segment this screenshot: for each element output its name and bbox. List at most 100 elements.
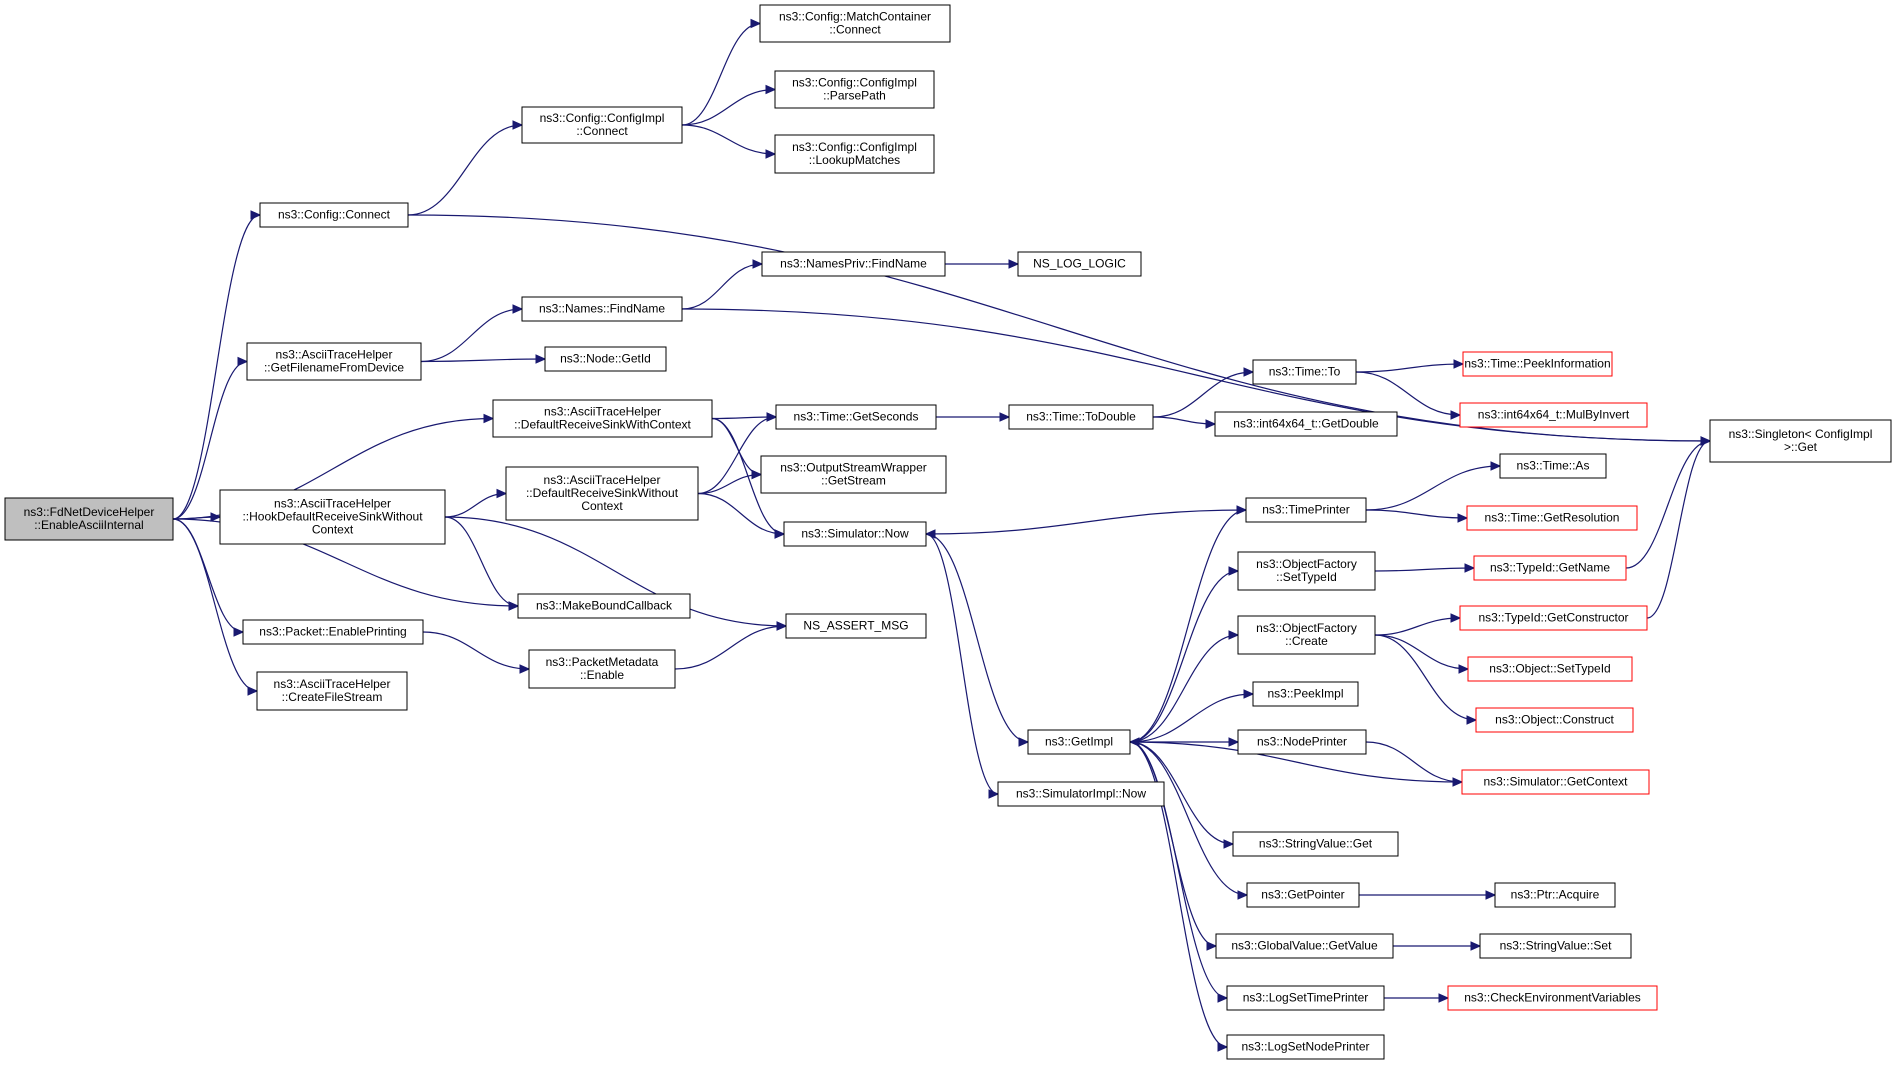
edge-getimpl-to-timeprinter [1129, 505, 1248, 743]
node-label: ns3::Time::As [1517, 459, 1590, 473]
node-logsettime[interactable]: ns3::LogSetTimePrinter [1226, 985, 1385, 1011]
node-label: ns3::Time::ToDouble [1026, 410, 1136, 424]
node-box [528, 649, 676, 689]
node-outstream[interactable]: ns3::OutputStreamWrapper::GetStream [760, 455, 947, 494]
edge-cfgimplconnect-to-lookupmatches [681, 124, 777, 159]
node-logsetnode[interactable]: ns3::LogSetNodePrinter [1226, 1034, 1385, 1060]
node-label: ns3::TypeId::GetName [1490, 561, 1610, 575]
edge-ofcreate-to-getconstructor [1374, 613, 1462, 636]
node-label: ns3::Ptr::Acquire [1511, 888, 1600, 902]
node-peekinfo[interactable]: ns3::Time::PeekInformation [1462, 351, 1613, 377]
node-getconstructor[interactable]: ns3::TypeId::GetConstructor [1459, 605, 1648, 631]
node-defrecvnoctx[interactable]: ns3::AsciiTraceHelper::DefaultReceiveSin… [505, 466, 699, 521]
node-label: ns3::MakeBoundCallback [536, 599, 673, 613]
edge-getseconds-to-todouble [935, 412, 1011, 422]
node-stringset[interactable]: ns3::StringValue::Set [1479, 933, 1632, 959]
node-label: >::Get [1784, 440, 1818, 454]
edge-defrecvctx-to-outstream [711, 417, 763, 480]
edge-settypeid-to-typeidgetname [1374, 563, 1476, 573]
node-label: ns3::Packet::EnablePrinting [259, 625, 406, 639]
node-label: ns3::OutputStreamWrapper [780, 461, 927, 475]
edge-simnow-to-getimpl [925, 533, 1030, 747]
node-root[interactable]: ns3::FdNetDeviceHelper::EnableAsciiInter… [4, 497, 174, 541]
node-ptracquire[interactable]: ns3::Ptr::Acquire [1494, 882, 1616, 908]
edge-typeidgetname-to-singleton [1625, 436, 1712, 569]
node-stringget[interactable]: ns3::StringValue::Get [1232, 831, 1399, 857]
edge-layer [172, 18, 1712, 1052]
node-objconstruct[interactable]: ns3::Object::Construct [1475, 707, 1634, 733]
node-box [1226, 1034, 1385, 1060]
edge-root-to-cfgconnect [172, 210, 262, 520]
node-label: NS_LOG_LOGIC [1033, 257, 1126, 271]
node-simnow[interactable]: ns3::Simulator::Now [783, 521, 927, 547]
node-nodegetid[interactable]: ns3::Node::GetId [544, 346, 667, 372]
node-label: ::ParsePath [823, 89, 886, 103]
node-nslog[interactable]: NS_LOG_LOGIC [1017, 251, 1142, 277]
node-getpointer[interactable]: ns3::GetPointer [1246, 882, 1360, 908]
edge-todouble-to-timeto [1152, 367, 1255, 418]
node-getimpl[interactable]: ns3::GetImpl [1027, 729, 1131, 755]
node-globalget[interactable]: ns3::GlobalValue::GetValue [1215, 933, 1394, 959]
node-ofcreate[interactable]: ns3::ObjectFactory::Create [1237, 615, 1376, 655]
node-getfilename[interactable]: ns3::AsciiTraceHelper::GetFilenameFromDe… [246, 342, 422, 381]
edge-getcontext-to-getimpl [1128, 737, 1463, 783]
node-settypeid[interactable]: ns3::ObjectFactory::SetTypeId [1237, 551, 1376, 591]
node-label: ::Enable [580, 668, 624, 682]
node-cfgconnect[interactable]: ns3::Config::Connect [259, 202, 409, 228]
node-label: ns3::AsciiTraceHelper [544, 405, 661, 419]
node-box [1008, 404, 1154, 430]
edge-defrecvctx-to-getseconds [711, 412, 778, 422]
node-hookdefault[interactable]: ns3::AsciiTraceHelper::HookDefaultReceiv… [219, 489, 446, 545]
node-simimplnow[interactable]: ns3::SimulatorImpl::Now [997, 781, 1165, 807]
node-makebound[interactable]: ns3::MakeBoundCallback [517, 593, 691, 619]
node-nsassert[interactable]: NS_ASSERT_MSG [785, 613, 927, 639]
node-checkenv[interactable]: ns3::CheckEnvironmentVariables [1447, 985, 1658, 1011]
node-label: ns3::LogSetTimePrinter [1243, 991, 1369, 1005]
node-label: ::DefaultReceiveSinkWithContext [514, 418, 691, 432]
node-label: ::GetStream [821, 474, 886, 488]
edge-cfgimplconnect-to-parsepath [681, 84, 777, 126]
node-box [1017, 251, 1142, 277]
node-pmenable[interactable]: ns3::PacketMetadata::Enable [528, 649, 676, 689]
edge-namespriv-to-nslog [945, 259, 1020, 269]
node-getcontext[interactable]: ns3::Simulator::GetContext [1461, 769, 1650, 795]
node-label: ns3::SimulatorImpl::Now [1016, 787, 1146, 801]
node-timeprinter[interactable]: ns3::TimePrinter [1245, 497, 1367, 523]
node-matchconnect[interactable]: ns3::Config::MatchContainer::Connect [759, 4, 951, 43]
edge-cfgimplconnect-to-matchconnect [681, 18, 762, 126]
node-label: ::HookDefaultReceiveSinkWithout [242, 510, 423, 524]
node-typeidgetname[interactable]: ns3::TypeId::GetName [1473, 555, 1627, 581]
node-timeas[interactable]: ns3::Time::As [1499, 453, 1607, 479]
edge-namesfind-to-namespriv [681, 259, 764, 310]
edge-hookdefault-to-defrecvnoctx [444, 488, 508, 518]
node-box [1473, 555, 1627, 581]
node-getresolution[interactable]: ns3::Time::GetResolution [1466, 505, 1638, 531]
node-label: ns3::GetPointer [1261, 888, 1344, 902]
node-peekimpl[interactable]: ns3::PeekImpl [1252, 681, 1359, 707]
node-mulbyinvert[interactable]: ns3::int64x64_t::MulByInvert [1459, 402, 1648, 428]
node-box [4, 497, 174, 541]
edge-timeto-to-peekinfo [1355, 359, 1465, 373]
node-objsettypeid[interactable]: ns3::Object::SetTypeId [1467, 656, 1633, 682]
node-namespriv[interactable]: ns3::NamesPriv::FindName [761, 251, 946, 277]
node-todouble[interactable]: ns3::Time::ToDouble [1008, 404, 1154, 430]
node-namesfind[interactable]: ns3::Names::FindName [521, 296, 683, 322]
node-getdouble[interactable]: ns3::int64x64_t::GetDouble [1214, 411, 1398, 437]
node-box [1461, 769, 1650, 795]
node-defrecvctx[interactable]: ns3::AsciiTraceHelper::DefaultReceiveSin… [492, 399, 713, 438]
node-label: ns3::Singleton< ConfigImpl [1729, 427, 1873, 441]
node-timeto[interactable]: ns3::Time::To [1252, 359, 1357, 385]
node-label: ::CreateFileStream [282, 690, 383, 704]
node-lookupmatches[interactable]: ns3::Config::ConfigImpl::LookupMatches [774, 134, 935, 174]
node-label: ::LookupMatches [809, 153, 900, 167]
node-label: ::EnableAsciiInternal [34, 518, 143, 532]
node-createfile[interactable]: ns3::AsciiTraceHelper::CreateFileStream [256, 671, 408, 711]
node-nodeprinter[interactable]: ns3::NodePrinter [1237, 729, 1367, 755]
node-label: ns3::Simulator::GetContext [1483, 775, 1628, 789]
edge-getimpl-to-settypeid [1129, 566, 1240, 743]
node-pktenable[interactable]: ns3::Packet::EnablePrinting [242, 619, 424, 645]
node-parsepath[interactable]: ns3::Config::ConfigImpl::ParsePath [774, 70, 935, 109]
node-cfgimplconnect[interactable]: ns3::Config::ConfigImpl::Connect [521, 106, 683, 144]
node-getseconds[interactable]: ns3::Time::GetSeconds [775, 404, 937, 430]
node-singleton[interactable]: ns3::Singleton< ConfigImpl>::Get [1709, 419, 1892, 463]
